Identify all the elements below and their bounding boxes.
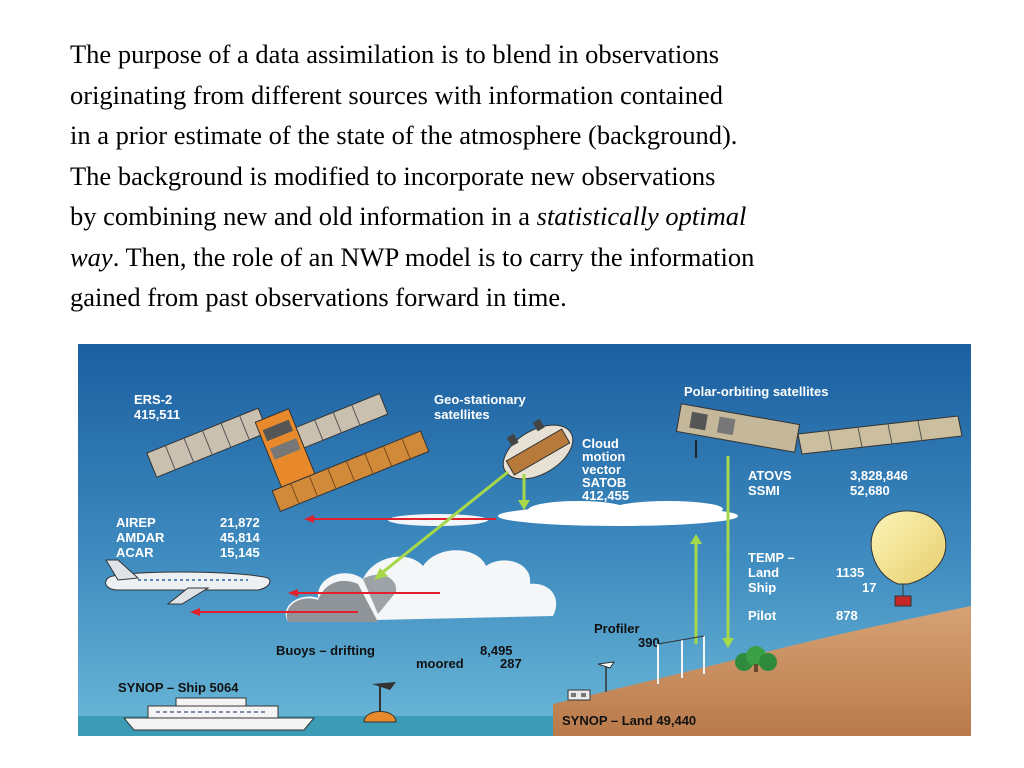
instrument-shelter-icon [568, 690, 590, 700]
emphasis-statistically-optimal: statistically optimal [537, 201, 747, 231]
buoys-moored-label: moored [416, 656, 464, 671]
paragraph-line-5: by combining new and old information in … [70, 196, 970, 237]
pilot-value: 878 [836, 608, 858, 623]
paragraph-line-7: gained from past observations forward in… [70, 277, 970, 318]
pilot-label: Pilot [748, 608, 777, 623]
profiler-value: 390 [638, 635, 660, 650]
ers2-count: 415,511 [134, 407, 180, 422]
geo-label-line-1: Geo-stationary [434, 392, 527, 407]
paragraph-line-4: The background is modified to incorporat… [70, 156, 970, 197]
paragraph-line-5-text: by combining new and old information in … [70, 201, 537, 231]
ssmi-value: 52,680 [850, 483, 890, 498]
temp-ship-value: 17 [862, 580, 876, 595]
buoys-moored-value: 287 [500, 656, 522, 671]
amdar-value: 45,814 [220, 530, 261, 545]
ers2-label: ERS-2 [134, 392, 172, 407]
paragraph-line-3: in a prior estimate of the state of the … [70, 115, 970, 156]
atovs-label: ATOVS [748, 468, 792, 483]
ssmi-label: SSMI [748, 483, 780, 498]
buoys-label: Buoys – drifting [276, 643, 375, 658]
polar-label: Polar-orbiting satellites [684, 384, 828, 399]
observing-system-figure: ERS-2 415,511 Geo-stationary satellites … [78, 344, 971, 736]
temp-land-label: Land [748, 565, 779, 580]
synop-land-label: SYNOP – Land 49,440 [562, 713, 696, 728]
paragraph-line-2: originating from different sources with … [70, 75, 970, 116]
emphasis-way: way [70, 242, 113, 272]
acar-label: ACAR [116, 545, 154, 560]
acar-value: 15,145 [220, 545, 260, 560]
geo-label-line-2: satellites [434, 407, 490, 422]
airep-label: AIREP [116, 515, 156, 530]
temp-title: TEMP – [748, 550, 795, 565]
paragraph-line-1: The purpose of a data assimilation is to… [70, 34, 970, 75]
airep-value: 21,872 [220, 515, 260, 530]
cmv-line-5: 412,455 [582, 488, 629, 503]
atovs-value: 3,828,846 [850, 468, 908, 483]
observing-system-illustration: ERS-2 415,511 Geo-stationary satellites … [78, 344, 971, 736]
paragraph-line-6-text: . Then, the role of an NWP model is to c… [113, 242, 755, 272]
synop-ship-label: SYNOP – Ship 5064 [118, 680, 239, 695]
amdar-label: AMDAR [116, 530, 165, 545]
paragraph-line-6: way. Then, the role of an NWP model is t… [70, 237, 970, 278]
description-paragraph: The purpose of a data assimilation is to… [70, 34, 970, 318]
temp-ship-label: Ship [748, 580, 776, 595]
temp-land-value: 1135 [836, 565, 864, 580]
profiler-label: Profiler [594, 621, 640, 636]
